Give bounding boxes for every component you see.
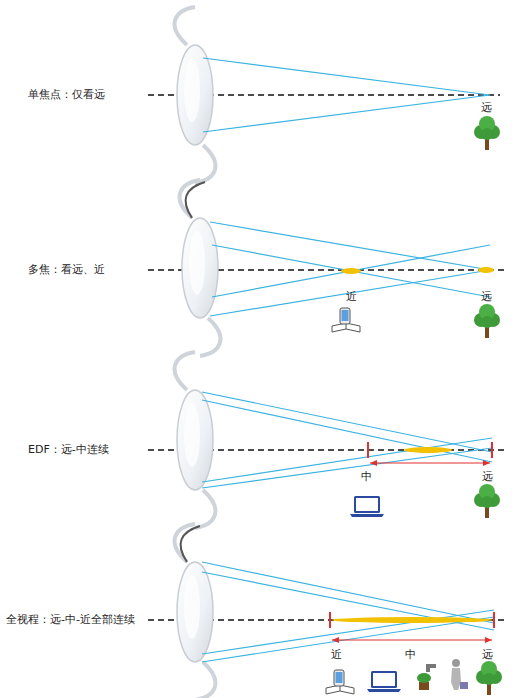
haptic: [181, 526, 200, 562]
text-label: 近: [331, 648, 342, 662]
phone-book-icon: [326, 670, 354, 694]
body: [451, 668, 461, 690]
faucet: [426, 664, 436, 672]
pot: [419, 682, 429, 690]
text-label: 全视程：远-中-近全部连续: [6, 613, 135, 627]
text-label: EDF：远-中连续: [28, 443, 109, 457]
light-ray: [202, 610, 494, 654]
multifocal-panel: [148, 180, 505, 356]
tree-icon: [476, 661, 502, 695]
light-ray: [203, 58, 490, 95]
light-ray: [202, 572, 494, 630]
head: [452, 659, 460, 667]
light-ray: [202, 562, 494, 623]
text-label: 多焦：看远、近: [28, 263, 105, 277]
laptop-icon: [367, 671, 401, 692]
range-bar: [493, 612, 495, 628]
text-label: 远: [481, 290, 492, 304]
range-bar: [491, 442, 493, 458]
text-label: 中: [405, 648, 416, 662]
light-ray: [212, 245, 490, 297]
light-ray: [210, 222, 490, 270]
person-icon: [451, 659, 468, 690]
bucket: [460, 682, 468, 689]
iol-lens: [180, 180, 221, 356]
light-ray: [202, 438, 492, 482]
light-ray: [212, 245, 490, 297]
monofocal-panel: [148, 7, 500, 183]
text-label: 远: [482, 648, 493, 662]
laptop-icon: [350, 496, 384, 517]
phone-book-icon: [332, 308, 360, 332]
range-bar: [367, 442, 369, 458]
range-arrow: [332, 640, 492, 641]
iol-lens: [175, 352, 216, 528]
text-label: 远: [481, 101, 492, 115]
iol-lens: [175, 524, 216, 698]
tree-icon: [474, 304, 500, 338]
range-arrow: [370, 463, 490, 464]
text-label: 单焦点：仅看远: [28, 88, 105, 102]
tree-icon: [474, 484, 500, 518]
iol-lens: [175, 7, 216, 183]
light-ray: [202, 448, 492, 488]
text-label: 中: [361, 470, 372, 484]
light-ray: [203, 95, 490, 132]
light-ray: [202, 617, 494, 662]
full-range-panel: [148, 524, 505, 698]
focus-range: [332, 617, 492, 623]
edof-panel: [148, 352, 505, 528]
focus-point: [341, 268, 361, 274]
plant: [417, 673, 431, 683]
haptic: [186, 182, 205, 218]
text-label: 近: [346, 290, 357, 304]
faucet-plant-icon: [417, 664, 436, 690]
focus-point: [478, 267, 494, 273]
light-ray: [202, 392, 492, 452]
tree-icon: [474, 116, 500, 150]
light-ray: [202, 400, 492, 462]
range-bar: [329, 612, 331, 628]
focus-range: [404, 447, 452, 453]
text-label: 远: [482, 470, 493, 484]
